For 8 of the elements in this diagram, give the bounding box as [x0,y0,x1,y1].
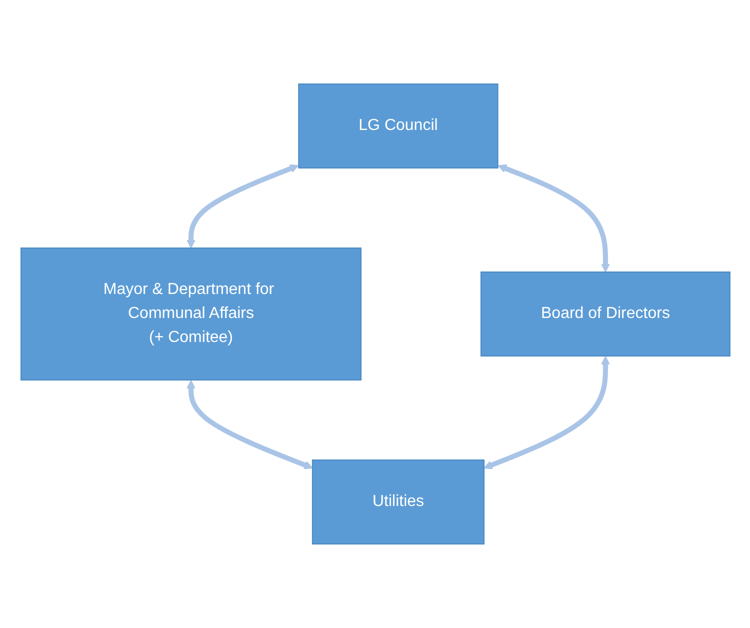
node-box: Mayor & Department for Communal Affairs (+ Comitee) [20,248,362,380]
arrow [483,356,610,470]
arrow [186,380,312,470]
node-box: Board of Directors [480,272,730,356]
arrow [186,164,298,248]
node-box: LG Council [298,84,498,168]
node-box: Utilities [311,460,484,544]
arrow [497,164,610,272]
